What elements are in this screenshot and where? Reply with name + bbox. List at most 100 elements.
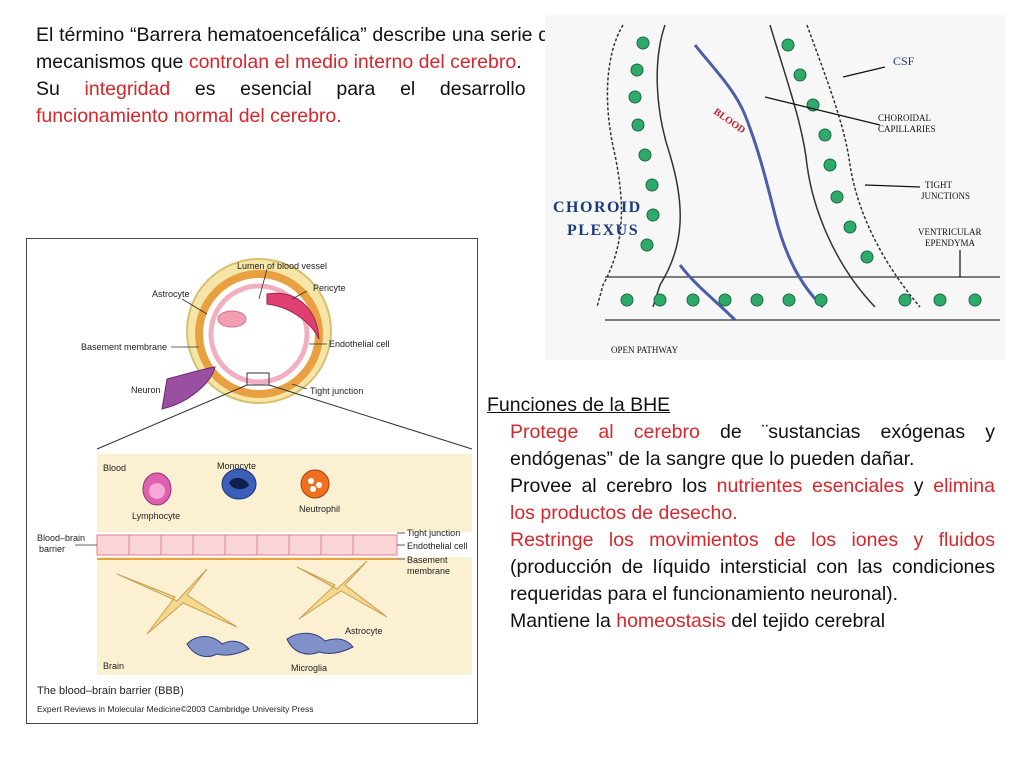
lymphocyte-nucleus	[149, 483, 165, 499]
bbb-blood-label: Blood	[103, 463, 126, 473]
choroid-tight-label-2: JUNCTIONS	[921, 191, 970, 201]
function-3-span-0: Restringe los movimientos de los iones y…	[510, 529, 995, 551]
functions-header: Funciones de la BHE	[487, 394, 671, 416]
microglia-cell-2	[286, 632, 354, 655]
choroid-left-inner-edge	[652, 24, 681, 308]
nucleus	[818, 128, 832, 142]
bbb-barrier-label-2: barrier	[39, 544, 65, 554]
inset-line-right	[268, 384, 473, 450]
function-item-4: Mantiene la homeostasis del tejido cereb…	[510, 608, 995, 635]
function-2-span-0: Provee al cerebro los	[510, 475, 717, 497]
nucleus	[814, 293, 828, 307]
intro-p2-span-2: es esencial para el desarrollo y	[170, 78, 560, 100]
nucleus	[630, 63, 644, 77]
nucleus	[628, 90, 642, 104]
brain-compartment	[97, 557, 472, 675]
nucleus	[750, 293, 764, 307]
choroid-arrows	[764, 66, 961, 277]
bbb-basement-low-label-1: Basement	[407, 555, 448, 565]
nucleus	[968, 293, 982, 307]
inset-line-left	[96, 384, 248, 450]
nucleus	[781, 38, 795, 52]
leader-astrocyte	[181, 298, 208, 315]
choroid-capillaries-label-2: CAPILLARIES	[878, 124, 936, 134]
tight-junction-inset	[246, 372, 270, 386]
bbb-basement-label: Basement membrane	[81, 342, 167, 352]
astrocyte-cell-2	[296, 560, 388, 620]
endothelial-junctions	[128, 535, 354, 555]
choroid-capillaries-label-1: CHOROIDAL	[878, 113, 931, 123]
vessel-lumen	[208, 283, 310, 385]
bbb-barrier-label-1: Blood–brain	[37, 533, 85, 543]
function-item-1: Protege al cerebro de ¨sustancias exógen…	[510, 419, 995, 473]
astrocyte-cell-1	[116, 568, 238, 635]
intro-paragraph-2: Su integridad es esencial para el desarr…	[36, 76, 560, 130]
choroid-bottom-nuclei	[620, 293, 982, 307]
function-2-span-2: y	[904, 475, 934, 497]
nucleus	[793, 68, 807, 82]
bbb-caption: The blood–brain barrier (BBB)	[37, 685, 184, 697]
neuron	[161, 366, 216, 410]
nucleus	[638, 148, 652, 162]
nucleus	[782, 293, 796, 307]
bbb-lumen-label: Lumen of blood vessel	[237, 261, 327, 271]
leader-pericyte	[291, 290, 308, 300]
function-item-2: Provee al cerebro los nutrientes esencia…	[510, 473, 995, 527]
microglia-cell-1	[186, 636, 250, 657]
bbb-endothelial-low-label: Endothelial cell	[407, 541, 468, 551]
neutrophil-lobe	[308, 478, 314, 484]
function-1-span-1: de ¨sustancias exógenas y endógenas” de …	[510, 421, 995, 470]
choroid-right-inner-edge	[769, 24, 876, 308]
nucleus	[898, 293, 912, 307]
choroid-capillary-2	[678, 264, 737, 322]
nucleus	[823, 158, 837, 172]
intro-p1-span-1: controlan el medio interno del cerebro	[188, 51, 517, 73]
neutrophil-cell	[300, 469, 330, 499]
choroid-capillary-1	[693, 44, 825, 309]
intro-paragraph-1: El término “Barrera hematoencefálica” de…	[36, 22, 560, 76]
choroid-plexus-svg: CSF BLOOD CHOROIDAL CAPILLARIES TIGHT JU…	[553, 24, 1000, 355]
choroid-left-nuclei	[628, 36, 660, 252]
bbb-pericyte-label: Pericyte	[313, 283, 346, 293]
nucleus	[860, 250, 874, 264]
intro-p2-span-0: Su	[36, 78, 85, 100]
bbb-tight-low-label: Tight junction	[407, 528, 460, 538]
bbb-svg: Lumen of blood vessel Astrocyte Pericyte…	[37, 258, 473, 714]
nucleus	[830, 190, 844, 204]
neutrophil-lobe	[316, 482, 322, 488]
endothelial-nucleus	[217, 310, 247, 328]
function-2-span-1: nutrientes esenciales	[716, 475, 905, 497]
bbb-right-leaders	[75, 532, 405, 560]
choroid-ependyma-label-1: VENTRICULAR	[918, 227, 982, 237]
nucleus	[933, 293, 947, 307]
intro-p1-span-0: El término “Barrera hematoencefálica” de…	[36, 24, 560, 73]
function-4-span-0: Mantiene la	[510, 610, 617, 632]
nucleus	[620, 293, 634, 307]
nucleus	[686, 293, 700, 307]
nucleus	[645, 178, 659, 192]
bbb-endothelial-label: Endothelial cell	[329, 339, 390, 349]
function-2-span-3: elimina los productos de desecho.	[510, 475, 995, 524]
choroid-open-pathway-label: OPEN PATHWAY	[611, 345, 679, 355]
nucleus	[653, 293, 667, 307]
choroid-right-nuclei	[781, 38, 874, 264]
nucleus	[631, 118, 645, 132]
bbb-basement-low-label-2: membrane	[407, 566, 450, 576]
nucleus	[718, 293, 732, 307]
pericyte	[266, 292, 320, 340]
neutrophil-lobe	[310, 486, 316, 492]
intro-p2-span-1: integridad	[84, 78, 171, 100]
bbb-tight-top-label: Tight junction	[310, 386, 363, 396]
monocyte-nucleus	[229, 477, 249, 490]
bbb-neuron-label: Neuron	[131, 385, 161, 395]
bbb-neutrophil-label: Neutrophil	[299, 504, 340, 514]
nucleus	[646, 208, 660, 222]
bbb-astrocyte-low-label: Astrocyte	[345, 626, 383, 636]
function-4-span-2: del tejido cerebral	[725, 610, 886, 632]
bbb-monocyte-label: Monocyte	[217, 461, 256, 471]
bbb-credit: Expert Reviews in Molecular Medicine©200…	[37, 704, 313, 714]
nucleus	[843, 220, 857, 234]
functions-list: Funciones de la BHE Protege al cerebro d…	[487, 392, 995, 635]
choroid-ependyma-label-2: EPENDYMA	[925, 238, 976, 248]
bbb-lymphocyte-label: Lymphocyte	[132, 511, 180, 521]
